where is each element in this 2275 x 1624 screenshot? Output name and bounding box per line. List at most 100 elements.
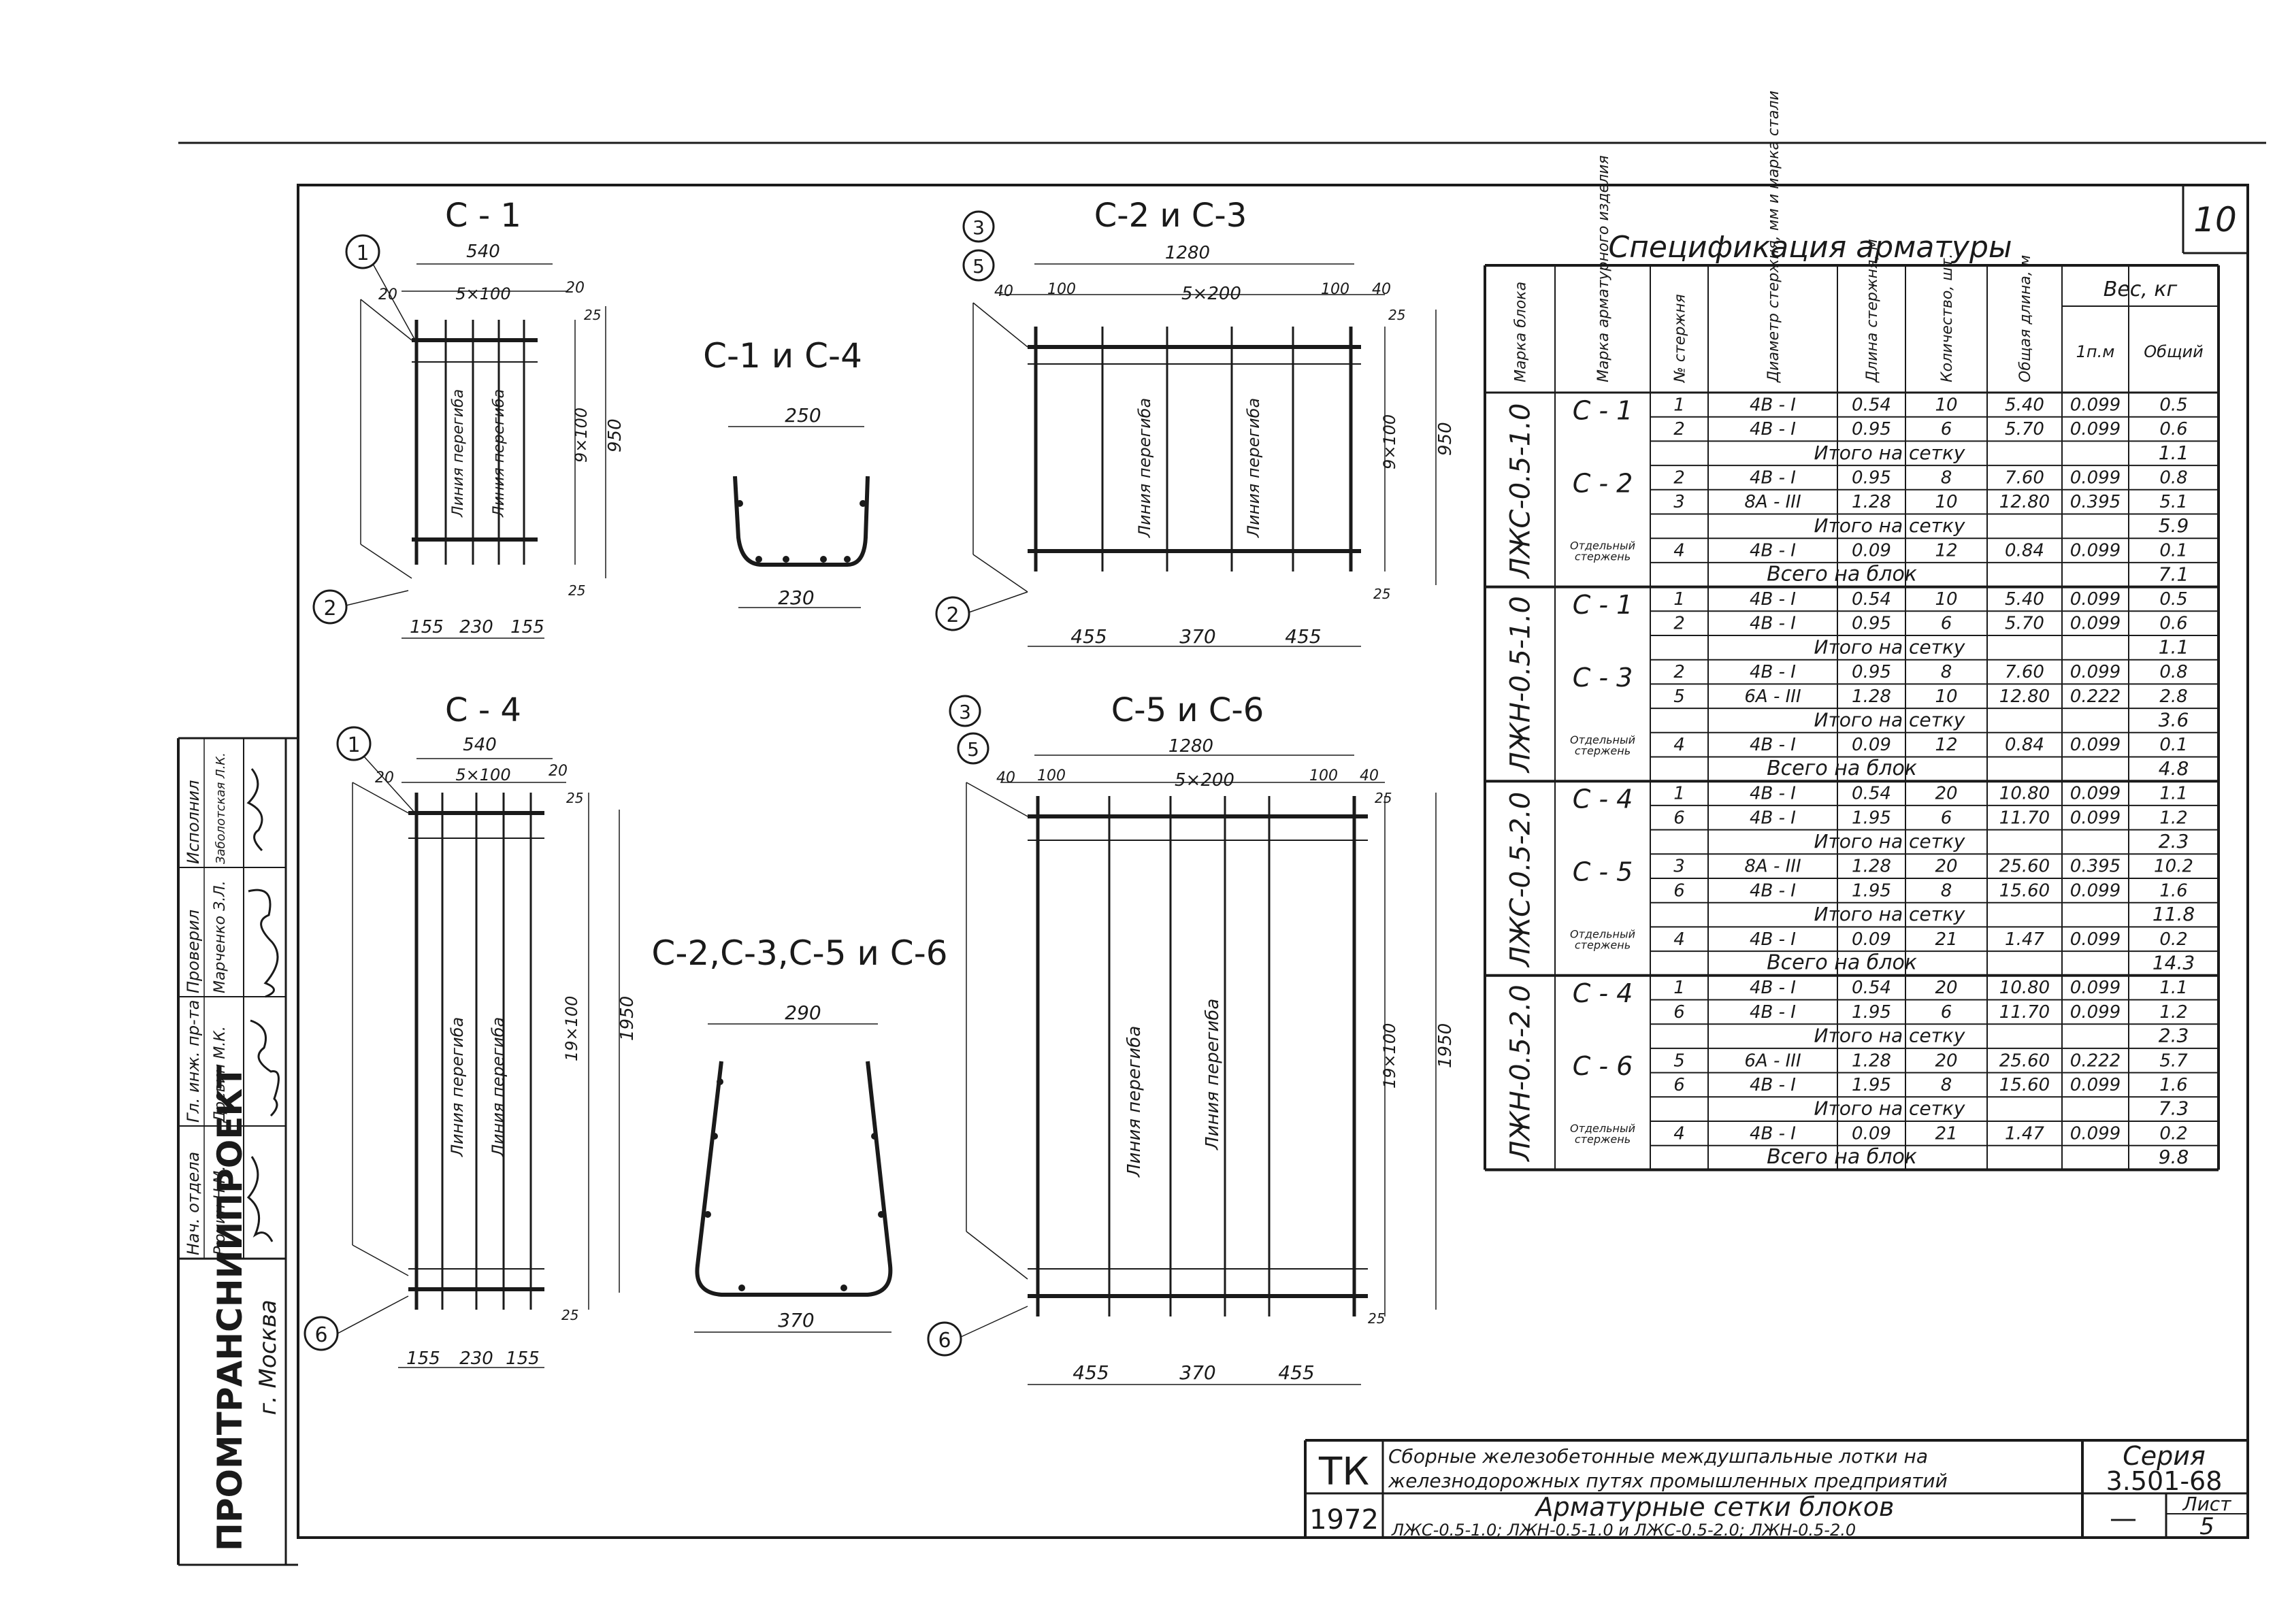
- c4-marker-top: 1: [347, 733, 360, 757]
- column-header: Общая длина, м: [2017, 255, 2034, 382]
- profile1-rod: [783, 556, 789, 563]
- c1-right-dim-top: 25: [584, 307, 601, 323]
- table-cell: 1.95: [1852, 808, 1891, 828]
- table-cell: 20: [1935, 784, 1957, 804]
- c4-top-dim-right: 20: [549, 763, 568, 780]
- table-cell: 0.5: [2159, 395, 2187, 415]
- table-cell: 0.099: [2070, 1002, 2121, 1023]
- sheet-title: Арматурные сетки блоков: [1534, 1492, 1895, 1522]
- table-cell: 10: [1935, 589, 1957, 610]
- c1-top-dim-mid: 5×100: [455, 284, 510, 303]
- table-cell: 12: [1935, 541, 1957, 561]
- table-cell: 4В - I: [1750, 541, 1796, 561]
- table-cell: 4В - I: [1750, 589, 1796, 610]
- table-cell: 4В - I: [1750, 808, 1796, 828]
- table-cell: 0.099: [2070, 395, 2121, 415]
- profile1-top: 250: [785, 404, 821, 427]
- table-cell: 20: [1935, 857, 1957, 877]
- c1-bend-label-1: Линия перегиба: [450, 389, 467, 518]
- c23-top-dim-3: 5×200: [1181, 284, 1241, 304]
- item-mark-2: стержень: [1575, 744, 1631, 757]
- table-cell: 5.7: [2159, 1050, 2188, 1071]
- c56-right-dim-top: 25: [1375, 790, 1392, 806]
- profile1-rod: [844, 556, 851, 563]
- table-cell: 1.28: [1852, 686, 1891, 707]
- c1-bend-label-2: Линия перегиба: [491, 389, 508, 518]
- table-cell: 0.95: [1852, 419, 1891, 440]
- table-cell: 21: [1935, 1123, 1957, 1144]
- table-cell: 0.09: [1852, 1123, 1891, 1144]
- c56-bot-dim-2: 370: [1179, 1361, 1215, 1384]
- c23-bot-dim-2: 370: [1179, 625, 1215, 648]
- table-cell: 20: [1935, 978, 1957, 998]
- subtotal-label: Итого на сетку: [1814, 830, 1965, 852]
- c4-bot-dim-3: 155: [506, 1348, 540, 1369]
- role-2: Гл. инж. пр-та: [184, 1000, 203, 1123]
- profile1-rod: [820, 556, 827, 563]
- weight-subheader: 1п.м: [2076, 342, 2115, 361]
- c4-bot-dim-2: 230: [459, 1348, 493, 1369]
- org-city: г. Москва: [255, 1299, 282, 1415]
- table-cell: 6: [1673, 808, 1685, 828]
- table-cell: 1.1: [2159, 978, 2187, 998]
- table-cell: 0.2: [2159, 929, 2187, 950]
- c23-right-dim-mid: 9×100: [1380, 414, 1399, 469]
- c1-right-dim-bot: 25: [568, 582, 585, 599]
- table-cell: 6: [1673, 1002, 1685, 1023]
- table-cell: 4В - I: [1750, 395, 1796, 415]
- table-cell: 0.54: [1852, 589, 1891, 610]
- table-cell: 1.95: [1852, 880, 1891, 901]
- profile2-rod: [711, 1133, 718, 1140]
- table-cell: 0.099: [2070, 541, 2121, 561]
- profile2-bottom: 370: [778, 1309, 814, 1331]
- c4-top-total: 540: [463, 735, 497, 755]
- item-mark: С - 3: [1573, 663, 1633, 693]
- table-cell: 1.2: [2159, 1002, 2187, 1023]
- table-cell: 0.09: [1852, 541, 1891, 561]
- table-cell: 0.099: [2070, 468, 2121, 488]
- c56-top-dim-5: 40: [1360, 767, 1379, 784]
- c23-title: С-2 и С-3: [1094, 197, 1247, 235]
- c23-top-total: 1280: [1165, 243, 1210, 263]
- table-cell: 5.40: [2005, 589, 2044, 610]
- subtotal-value: 1.1: [2159, 442, 2189, 464]
- table-cell: 11.70: [1999, 808, 2050, 828]
- table-cell: 4: [1673, 541, 1685, 561]
- profile2-rod: [840, 1285, 847, 1291]
- table-cell: 6А - III: [1744, 686, 1801, 707]
- sheet-number: 10: [2193, 200, 2237, 239]
- table-cell: 10: [1935, 686, 1957, 707]
- item-mark: С - 4: [1573, 978, 1633, 1008]
- c56-top-dim-1: 40: [996, 769, 1015, 786]
- table-cell: 11.70: [1999, 1002, 2050, 1023]
- item-mark: Отдельный: [1570, 927, 1635, 940]
- spec-title: Спецификация арматуры: [1608, 230, 2012, 265]
- profile2-rod: [871, 1133, 878, 1140]
- drawing-c1: С - 1 1 2 Линия перегиба Линия перегиба …: [312, 197, 625, 639]
- c1-bot-dim-1: 155: [410, 617, 444, 637]
- table-cell: 1.6: [2159, 1075, 2187, 1095]
- subtotal-value: 2.3: [2159, 830, 2189, 852]
- table-cell: 0.8: [2159, 468, 2187, 488]
- table-cell: 5.1: [2159, 492, 2187, 512]
- table-cell: 21: [1935, 929, 1957, 950]
- item-mark: С - 2: [1573, 468, 1633, 498]
- c23-top-dim-5: 40: [1372, 281, 1391, 298]
- profile2-title: С-2,С-3,С-5 и С-6: [651, 933, 947, 973]
- block-total-label: Всего на блок: [1767, 951, 1917, 975]
- c56-marker-top2: 5: [967, 738, 979, 761]
- c1-bot-dim-2: 230: [459, 617, 493, 637]
- series-label: Серия: [2123, 1441, 2206, 1471]
- table-cell: 8: [1941, 662, 1952, 682]
- table-cell: 10.80: [1999, 978, 2050, 998]
- table-cell: 6: [1941, 614, 1952, 634]
- table-cell: 0.1: [2159, 735, 2187, 755]
- c4-right-dim-bot: 25: [561, 1307, 578, 1323]
- table-cell: 0.099: [2070, 589, 2121, 610]
- subtotal-label: Итого на сетку: [1814, 903, 1965, 925]
- table-cell: 1.47: [2005, 1123, 2044, 1144]
- block-total-value: 4.8: [2159, 757, 2189, 780]
- c1-marker-top: 1: [356, 242, 369, 265]
- item-mark: Отдельный: [1570, 733, 1635, 746]
